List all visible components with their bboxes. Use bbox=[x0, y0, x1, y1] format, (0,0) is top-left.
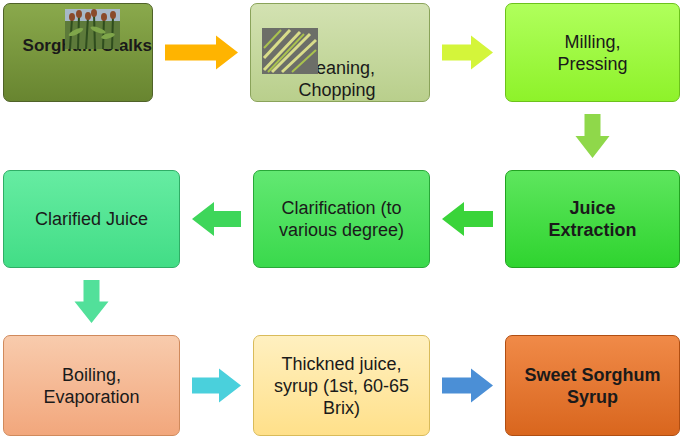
box-label: Juice Extraction bbox=[535, 197, 650, 241]
block-arrow bbox=[165, 36, 238, 70]
box-label: Clarification (to various degree) bbox=[262, 197, 422, 241]
process-box: Sorghum Stalks bbox=[3, 3, 153, 102]
block-arrow bbox=[576, 114, 610, 158]
process-box: Boiling, Evaporation bbox=[3, 335, 180, 436]
process-box: Milling, Pressing bbox=[505, 3, 680, 102]
block-arrow bbox=[192, 369, 241, 403]
box-label: Sweet Sorghum Syrup bbox=[523, 364, 663, 408]
process-box: Sweet Sorghum Syrup bbox=[505, 335, 680, 436]
box-label: Boiling, Evaporation bbox=[29, 364, 154, 408]
box-label: Sorghum Stalks bbox=[23, 35, 152, 57]
process-box: Clarified Juice bbox=[3, 170, 180, 268]
block-arrow bbox=[442, 202, 493, 236]
block-arrow bbox=[442, 369, 493, 403]
process-box: Thickned juice, syrup (1st, 60-65 Brix) bbox=[253, 335, 430, 436]
block-arrow bbox=[442, 36, 493, 70]
process-box: Clarification (to various degree) bbox=[253, 170, 430, 268]
process-box: Juice Extraction bbox=[505, 170, 680, 268]
process-box: Cleaning, Chopping bbox=[250, 3, 430, 102]
box-label: Cleaning, Chopping bbox=[287, 57, 387, 101]
box-label: Thickned juice, syrup (1st, 60-65 Brix) bbox=[269, 353, 414, 419]
box-label: Clarified Juice bbox=[35, 208, 148, 230]
block-arrow bbox=[192, 202, 241, 236]
box-label: Milling, Pressing bbox=[545, 31, 640, 75]
block-arrow bbox=[75, 280, 109, 323]
